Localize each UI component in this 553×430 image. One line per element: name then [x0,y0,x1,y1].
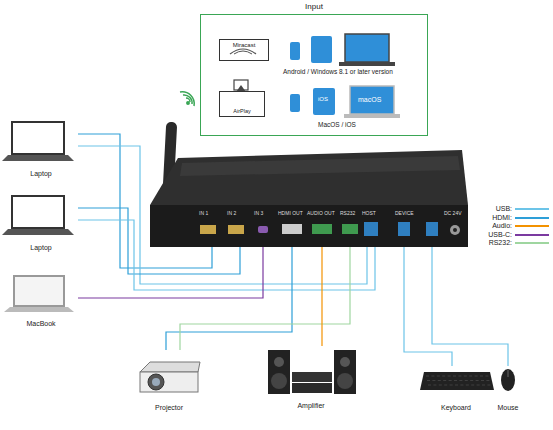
port-label: IN 1 [199,211,208,217]
cable-line [78,220,375,290]
amplifier: Amplifier [263,346,359,412]
caption-text: Android / Windows 8.1 or later version [283,68,393,75]
caption-text: MacOS / iOS [318,121,356,128]
cable-line [321,247,322,346]
legend-text: Audio: [476,222,512,229]
node-label: Projector [155,404,183,412]
input-devices [230,34,400,118]
legend-swatch [515,217,549,219]
port-label: AUDIO OUT [307,211,335,217]
port-label: RS232 [340,211,355,217]
cable-line [78,146,367,284]
macbook: MacBook [4,272,78,330]
node-label: Input [305,3,323,12]
laptop: Laptop [4,118,78,180]
miracast-box: Miracast [219,39,269,61]
port-label: IN 3 [254,211,263,217]
node-label: Miracast [233,42,256,49]
legend-swatch [515,234,549,236]
projector-icon [140,362,200,392]
port-label: DC 24V [444,211,462,217]
legend-swatch [515,208,549,210]
cable-line [404,247,452,366]
cable-line [78,208,240,274]
node-label: Laptop [30,170,51,178]
node-label: MacBook [26,320,55,328]
node-label: Laptop [30,244,51,252]
cable-line [432,247,508,366]
mouse: Mouse [494,366,522,414]
legend-swatch [515,225,549,227]
keyboard: Keyboard [418,366,494,414]
amplifier-icon [268,350,356,394]
port-label: HDMI OUT [278,211,303,217]
airplay-box: AirPlay [219,91,265,117]
legend-text: USB: [476,205,512,212]
legend-text: HDMI: [476,214,512,221]
node-label: Keyboard [441,404,471,412]
port-label: DEVICE [395,211,414,217]
node-label: Mouse [497,404,518,412]
laptop: Laptop [4,192,78,254]
legend-swatch [515,242,549,244]
legend-text: USB-C: [476,231,512,238]
cable-line [180,247,350,350]
screen-text: macOS [358,96,381,104]
node-label: AirPlay [233,108,250,114]
cable-line [78,247,263,298]
switcher: IN 1 IN 2 IN 3 HDMI OUT AUDIO OUT RS232 HOST DE… [150,205,468,247]
node-label: Amplifier [297,402,324,410]
port-label: HOST [362,211,376,217]
screen-text: iOS [318,96,328,103]
cable-line [166,247,292,350]
keyboard-mouse-icons [420,369,515,391]
laptop-icons [2,122,74,312]
cable-line [78,134,212,268]
projector: Projector [133,350,205,414]
switcher-body [150,150,468,247]
port-label: IN 2 [227,211,236,217]
wifi-symbol [180,92,194,106]
legend-text: RS232: [476,239,512,246]
